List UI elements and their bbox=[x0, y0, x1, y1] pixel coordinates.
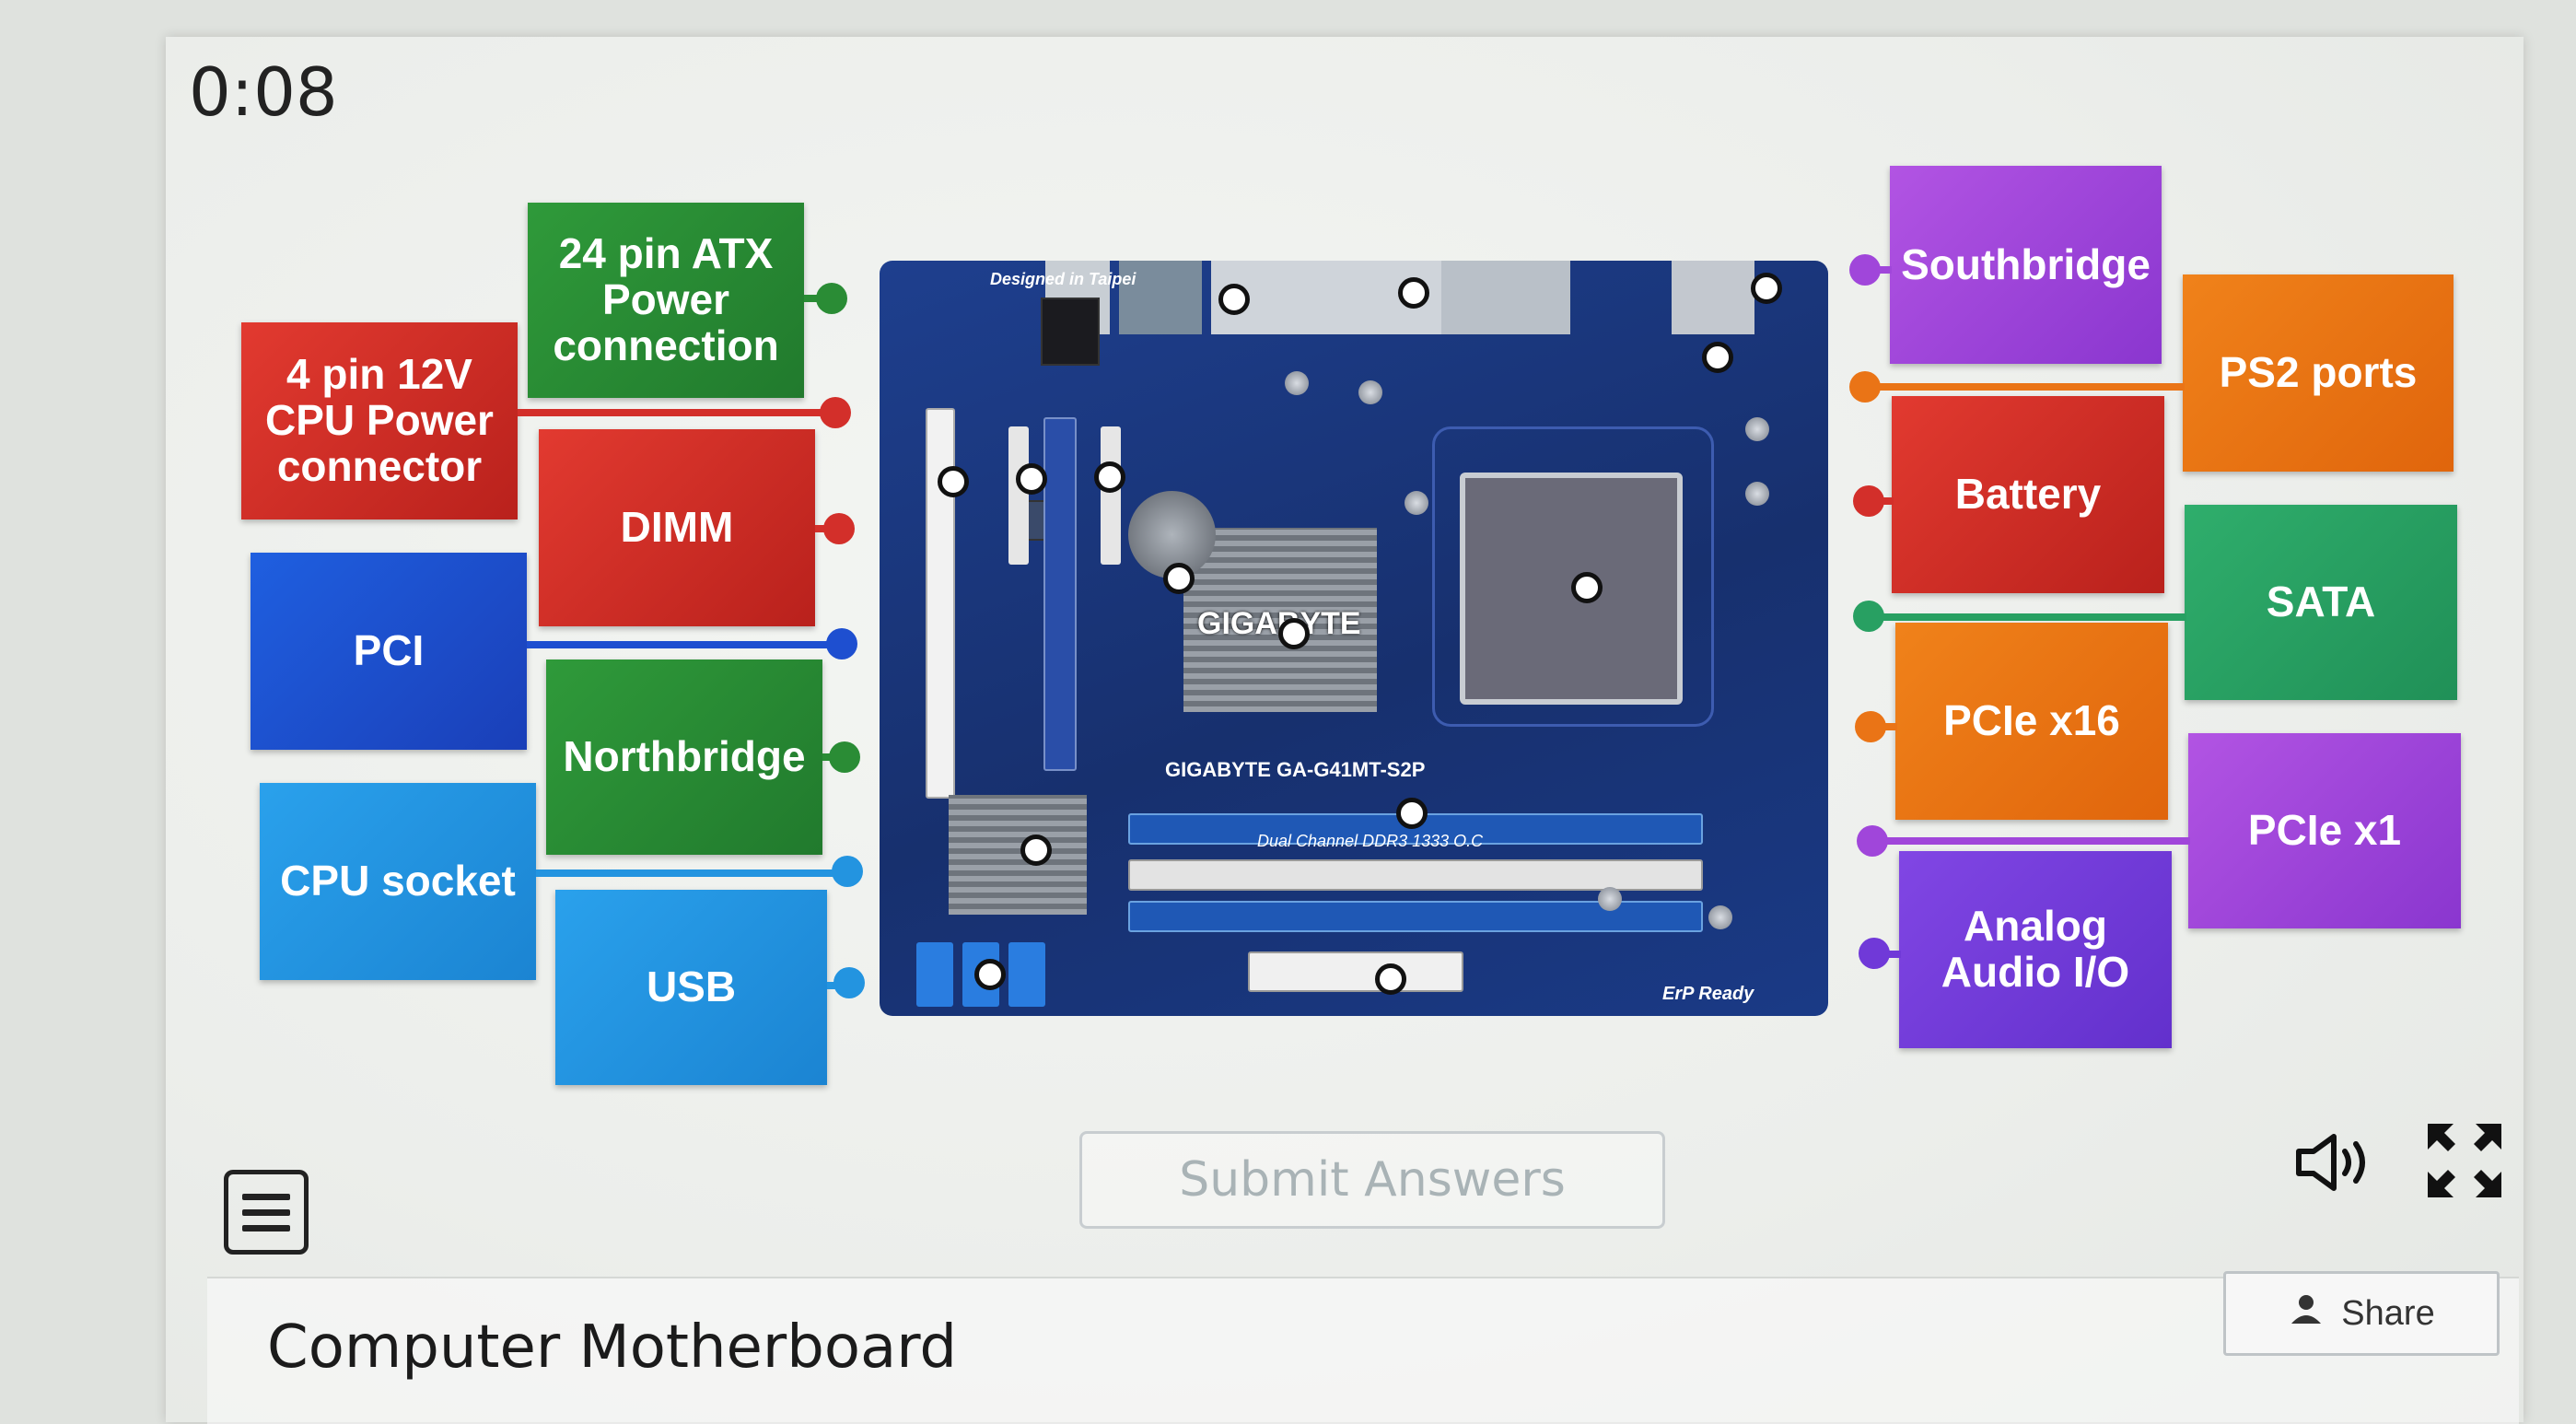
southbridge-heatsink bbox=[949, 795, 1087, 915]
designed-text: Designed in Taipei bbox=[990, 270, 1136, 288]
label-tile-pci[interactable]: PCI bbox=[251, 553, 527, 750]
erp-text: ErP Ready bbox=[1662, 984, 1754, 1004]
drag-handle-dimm[interactable] bbox=[823, 513, 855, 544]
dimm-slot-2 bbox=[1128, 859, 1703, 891]
drop-target-ps2[interactable] bbox=[1751, 273, 1782, 304]
sata-port-3 bbox=[1008, 942, 1045, 1007]
drag-handle-pci[interactable] bbox=[826, 628, 857, 659]
pcie-x1-slot bbox=[1008, 426, 1029, 565]
drag-handle-cpu-socket[interactable] bbox=[832, 856, 863, 887]
speaker-icon[interactable] bbox=[2293, 1129, 2376, 1196]
drop-target-lan[interactable] bbox=[1398, 277, 1429, 309]
label-tile-cpu-power[interactable]: 4 pin 12V CPU Power connector bbox=[241, 322, 518, 519]
label-tile-usb[interactable]: USB bbox=[555, 890, 827, 1085]
ddr-text: Dual Channel DDR3 1333 O.C bbox=[1257, 832, 1484, 850]
connector-line-southbridge bbox=[1870, 266, 1892, 274]
timer: 0:08 bbox=[189, 53, 338, 131]
atx-power-connector bbox=[1248, 951, 1463, 992]
hamburger-menu-icon[interactable] bbox=[224, 1170, 309, 1255]
label-tile-sata[interactable]: SATA bbox=[2185, 505, 2457, 700]
connector-line-battery bbox=[1873, 497, 1894, 505]
drop-target-cpu-socket[interactable] bbox=[1571, 572, 1603, 603]
connector-line-pcie16 bbox=[1875, 723, 1897, 730]
drop-target-dimm[interactable] bbox=[1396, 798, 1428, 829]
drop-target-sb-heatsink[interactable] bbox=[1020, 835, 1052, 866]
drop-target-pcie16[interactable] bbox=[1094, 461, 1125, 493]
label-tile-pcie1[interactable]: PCIe x1 bbox=[2188, 733, 2461, 928]
drop-target-audio[interactable] bbox=[1218, 284, 1250, 315]
connector-line-ps2 bbox=[1870, 383, 2185, 391]
lan-port bbox=[1119, 261, 1202, 334]
label-tile-dimm[interactable]: DIMM bbox=[539, 429, 815, 626]
connector-line-cpu-power bbox=[518, 409, 838, 416]
connector-line-sata bbox=[1873, 613, 2186, 621]
drag-handle-cpu-power[interactable] bbox=[820, 397, 851, 428]
label-tile-audio[interactable]: Analog Audio I/O bbox=[1899, 851, 2172, 1048]
drop-target-sata[interactable] bbox=[974, 959, 1006, 990]
com-port bbox=[1441, 261, 1570, 334]
label-tile-battery[interactable]: Battery bbox=[1892, 396, 2164, 593]
footer-bar bbox=[207, 1277, 2519, 1424]
label-tile-pcie16[interactable]: PCIe x16 bbox=[1895, 623, 2168, 820]
drop-target-atx[interactable] bbox=[1375, 963, 1406, 995]
label-tile-atx-power[interactable]: 24 pin ATX Power connection bbox=[528, 203, 804, 398]
pcie-x16-slot bbox=[1043, 417, 1077, 771]
model-text: GIGABYTE GA-G41MT-S2P bbox=[1165, 758, 1426, 781]
io-chip bbox=[1041, 298, 1100, 366]
drop-target-battery[interactable] bbox=[1163, 563, 1195, 594]
expand-icon[interactable] bbox=[2424, 1120, 2505, 1201]
label-tile-ps2[interactable]: PS2 ports bbox=[2183, 274, 2454, 472]
share-button[interactable]: Share bbox=[2223, 1271, 2500, 1356]
label-tile-cpu-socket[interactable]: CPU socket bbox=[260, 783, 536, 980]
drop-target-pci[interactable] bbox=[938, 466, 969, 497]
submit-answers-button[interactable]: Submit Answers bbox=[1079, 1131, 1665, 1229]
label-tile-southbridge[interactable]: Southbridge bbox=[1890, 166, 2162, 364]
label-tile-northbridge[interactable]: Northbridge bbox=[546, 659, 822, 855]
sata-port-1 bbox=[916, 942, 953, 1007]
share-label: Share bbox=[2341, 1293, 2435, 1333]
motherboard-image: GIGABYTE Dual Channel DDR3 1333 O.C GIGA… bbox=[880, 261, 1828, 1016]
drag-handle-atx-power[interactable] bbox=[816, 283, 847, 314]
connector-line-audio bbox=[1879, 951, 1901, 958]
usb-stack bbox=[1672, 261, 1754, 334]
connector-line-cpu-socket bbox=[536, 870, 849, 877]
northbridge-heatsink bbox=[1183, 528, 1377, 712]
drop-target-southbridge[interactable] bbox=[1702, 342, 1733, 373]
drag-handle-northbridge[interactable] bbox=[829, 741, 860, 773]
user-icon bbox=[2288, 1292, 2325, 1335]
pcie-x1-slot-2 bbox=[1101, 426, 1121, 565]
drop-target-northbridge[interactable] bbox=[1278, 618, 1310, 649]
connector-line-pci bbox=[527, 641, 840, 648]
drag-handle-usb[interactable] bbox=[833, 967, 865, 998]
activity-title: Computer Motherboard bbox=[267, 1313, 958, 1382]
drop-target-pcie1[interactable] bbox=[1016, 463, 1047, 495]
connector-line-pcie1 bbox=[1877, 837, 2190, 845]
